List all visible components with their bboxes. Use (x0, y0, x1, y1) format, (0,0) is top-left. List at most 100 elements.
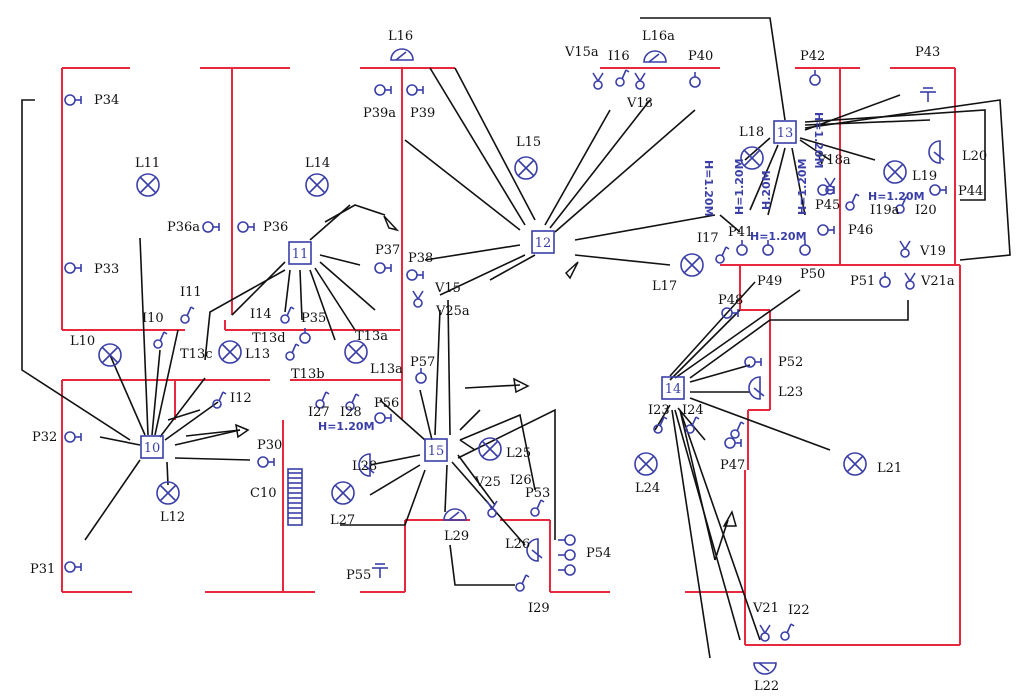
wiring (21, 17, 1011, 659)
socket-label: P49 (757, 274, 782, 289)
item-label: V21 (752, 601, 779, 616)
socket-icon (406, 84, 424, 96)
light-label: L13a (370, 362, 403, 377)
height-note: H=1.20M (702, 160, 715, 217)
junction-box-icon (288, 241, 312, 265)
switch-label: I16 (608, 49, 630, 64)
fan-outlet-icon (899, 240, 911, 258)
socket-label: P32 (32, 430, 57, 445)
wall-light-label: L29 (444, 529, 469, 544)
socket-icon (64, 262, 82, 274)
switch-label: I14 (250, 307, 272, 322)
socket-label: P30 (257, 438, 282, 453)
socket-label: P39 (410, 106, 435, 121)
item-label: C10 (250, 486, 277, 501)
socket-icon (879, 272, 891, 288)
height-note: H=1.20M (868, 190, 925, 203)
socket-icon (799, 240, 811, 256)
item-label: P54 (586, 546, 611, 561)
wall-light-label: L28 (352, 459, 377, 474)
item-label: P55 (346, 568, 371, 583)
hub-number: 14 (665, 382, 682, 397)
socket-label: P51 (850, 274, 875, 289)
wall-light-icon (748, 376, 765, 400)
switch-icon (530, 499, 545, 517)
light-label: L19 (912, 169, 937, 184)
wall-light-icon (390, 48, 414, 61)
hub-number: 12 (535, 236, 552, 251)
switch-icon (653, 416, 668, 434)
switch-icon (180, 306, 195, 324)
socket-icon (736, 240, 748, 256)
walls (61, 67, 961, 646)
switch-label: I19a (870, 203, 900, 218)
socket-icon (817, 224, 835, 236)
item-label: V19 (919, 244, 946, 259)
socket-icon (415, 368, 427, 384)
wall-light-label: L22 (754, 679, 779, 694)
switch-label: I20 (915, 203, 937, 218)
switch-icon (615, 69, 630, 87)
socket-label: P41 (728, 225, 753, 240)
light-label: L10 (70, 334, 95, 349)
item-label: V25 (474, 475, 501, 490)
socket-label: P48 (718, 293, 743, 308)
switch-icon (685, 416, 700, 434)
switch-icon (780, 623, 795, 641)
switch-label: I17 (697, 231, 719, 246)
switch-icon (315, 391, 330, 409)
fan-outlet-icon (824, 177, 836, 195)
socket-label: P50 (800, 267, 825, 282)
socket-icon (64, 431, 82, 443)
item-label: V15a (564, 45, 599, 60)
light-label: L21 (877, 461, 902, 476)
switch-icon (212, 391, 227, 409)
switch-icon (715, 246, 730, 264)
junction-box-icon (661, 376, 685, 400)
socket-label: P39a (363, 106, 396, 121)
switch-label: I24 (682, 403, 704, 418)
socket-label: P44 (958, 184, 983, 199)
switch-label: I29 (528, 601, 550, 616)
ceiling-light-icon (344, 340, 368, 364)
socket-icon (558, 564, 576, 576)
fan-outlet-icon (759, 624, 771, 642)
ceiling-light-icon (305, 173, 329, 197)
light-label: L18 (739, 125, 764, 140)
light-label: L24 (635, 481, 660, 496)
socket-icon (744, 356, 762, 368)
item-label: V18 (626, 96, 653, 111)
switch-icon (280, 306, 295, 324)
junction-box-icon (140, 435, 164, 459)
hub-number: 15 (428, 444, 445, 459)
switch-label: I23 (648, 403, 670, 418)
ceiling-light-icon (331, 481, 355, 505)
socket-icon (689, 72, 701, 88)
socket-label: P57 (410, 355, 435, 370)
height-note: H=1.20M (750, 230, 807, 243)
fan-outlet-icon (486, 500, 498, 518)
socket-icon (202, 221, 220, 233)
switch-label: I26 (510, 473, 532, 488)
light-label: L27 (330, 513, 355, 528)
switch-icon (895, 196, 910, 214)
hub-number: 10 (144, 441, 161, 456)
height-note: H=1.20M (812, 112, 825, 169)
item-label: P53 (525, 486, 550, 501)
switch-label: I10 (142, 311, 164, 326)
ceiling-light-icon (156, 481, 180, 505)
wall-light-label: L16 (388, 29, 413, 44)
socket-icon (374, 262, 392, 274)
labels: 101112131415L10L11L12L13L13aL14L15L17L18… (30, 29, 987, 694)
ceiling-light-icon (843, 452, 867, 476)
socket-label: P38 (408, 251, 433, 266)
socket-icon (237, 221, 255, 233)
socket-label: P40 (688, 49, 713, 64)
socket-icon (721, 307, 739, 319)
ceiling-light-icon (478, 437, 502, 461)
wall-light-icon (443, 508, 467, 521)
socket-label: P35 (301, 311, 326, 326)
socket-label: P56 (374, 396, 399, 411)
ceiling-light-icon (514, 156, 538, 180)
